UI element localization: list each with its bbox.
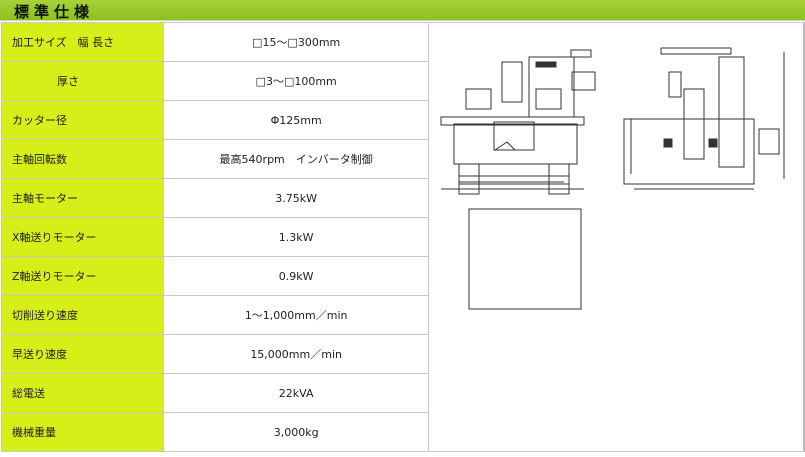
spec-label: 機械重量 [1,412,164,452]
spec-value: 15,000mm／min [162,334,430,374]
section-title: 標準仕様 [14,3,95,21]
machine-drawing-cell [428,22,805,452]
spec-label: 総電送 [1,373,164,413]
spec-label: カッター径 [1,100,164,140]
spec-value: □15～□300mm [162,22,430,62]
spec-value: 1～1,000mm／min [162,295,430,335]
table-row: 加工サイズ 幅 長さ□15～□300mm [1,22,805,452]
spec-label: X軸送りモーター [1,217,164,257]
spec-value: 最高540rpm インバータ制御 [162,139,430,179]
machine-drawing [440,47,785,309]
spec-label: 主軸モーター [1,178,164,218]
spec-label: Z軸送りモーター [1,256,164,296]
front-view-drawing [440,49,596,309]
spec-label: 主軸回転数 [1,139,164,179]
spec-value: 0.9kW [162,256,430,296]
spec-label: 早送り速度 [1,334,164,374]
spec-value: 22kVA [162,373,430,413]
section-header: 標準仕様 [0,0,805,21]
spec-value: Φ125mm [162,100,430,140]
spec-value: 3,000kg [162,412,430,452]
spec-label: 厚さ [1,61,164,101]
table-row: 厚さ□3～□100mm [1,61,805,101]
spec-value: 1.3kW [162,217,430,257]
spec-value: 3.75kW [162,178,430,218]
spec-value: □3～□100mm [162,61,430,101]
side-view-drawing [623,47,785,189]
spec-label: 切削送り速度 [1,295,164,335]
spec-label: 加工サイズ 幅 長さ [1,22,164,62]
table-row: 主軸回転数最高540rpm インバータ制御 [1,139,805,179]
